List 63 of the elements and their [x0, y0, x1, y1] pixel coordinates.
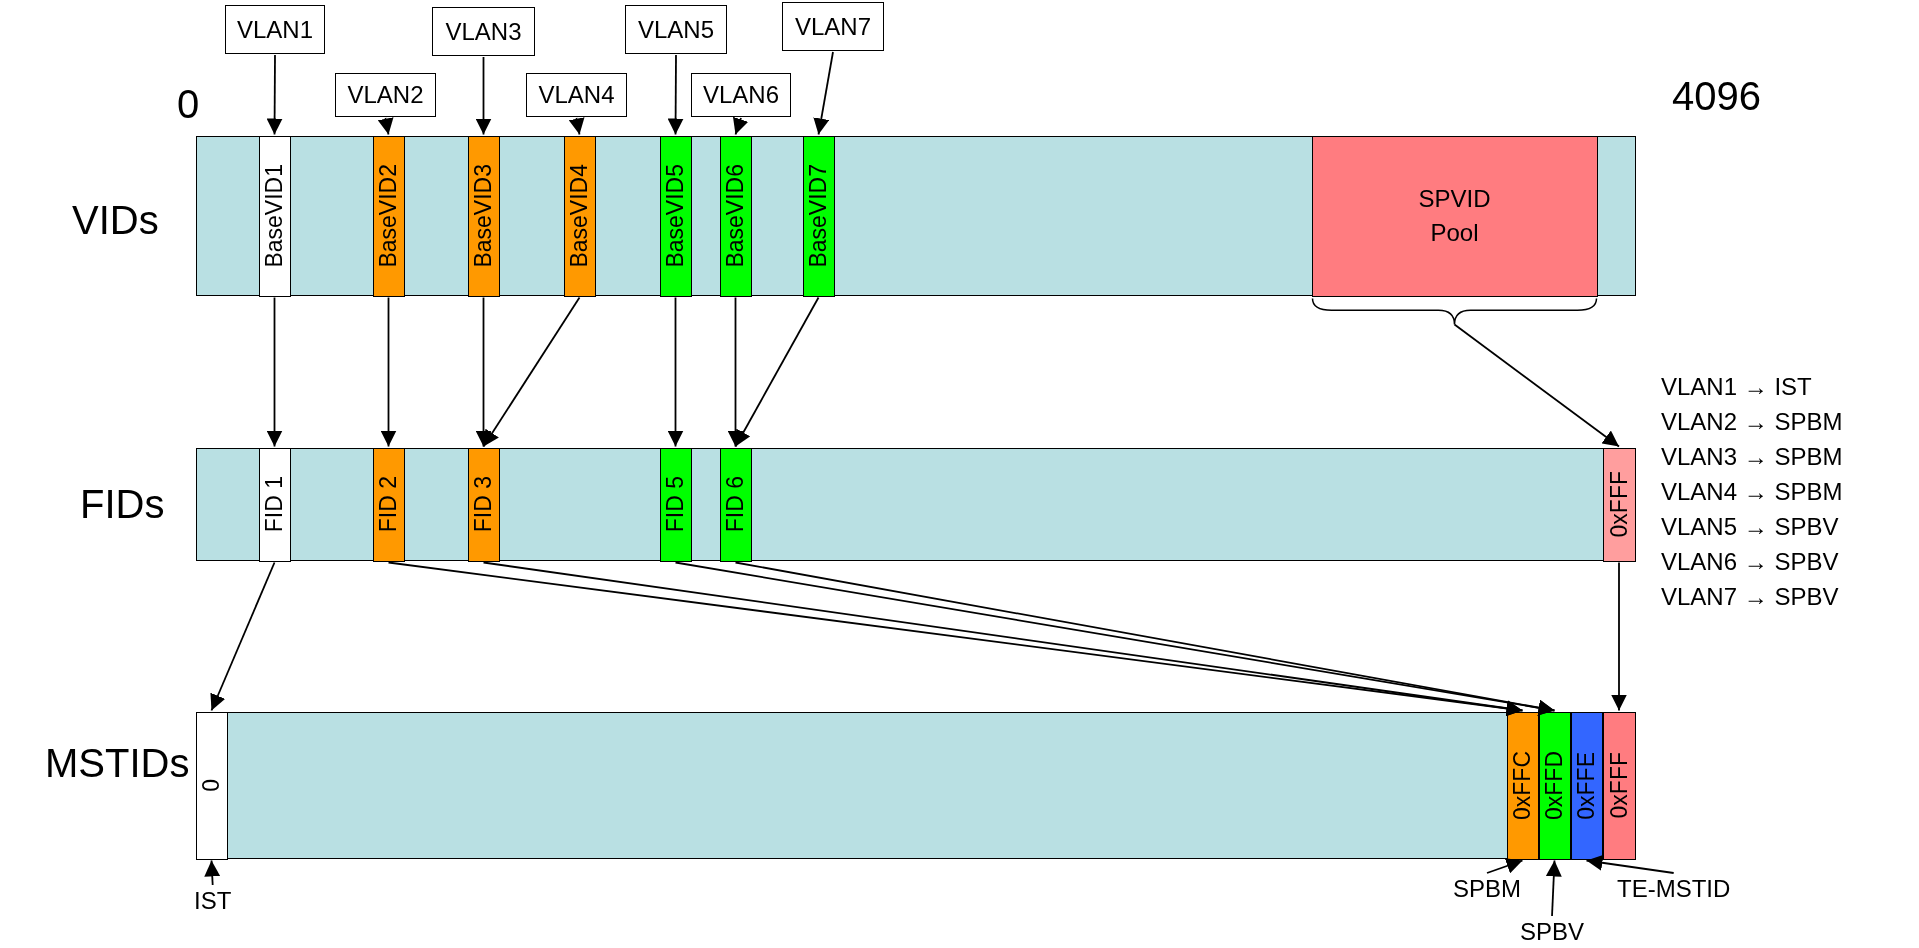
vlan-box: VLAN3 — [432, 7, 535, 56]
row-heading: MSTIDs — [45, 741, 190, 786]
tag-text: TE-MSTID — [1617, 875, 1731, 903]
row-heading: FIDs — [80, 482, 165, 527]
id-slot: BaseVID4 — [563, 135, 596, 297]
id-slot: FID 6 — [719, 447, 752, 562]
arrow — [1453, 323, 1620, 448]
arrow — [813, 51, 834, 136]
id-slot: BaseVID7 — [802, 135, 835, 297]
arrow — [1486, 858, 1524, 874]
mapping-text: VLAN2 → SPBM — [1661, 408, 1843, 436]
arrow — [475, 56, 492, 136]
arrow — [732, 116, 749, 136]
mapping-text: VLAN6 → SPBV — [1661, 548, 1839, 576]
row-heading: VIDs — [72, 198, 159, 243]
tag-text: SPBM — [1453, 875, 1521, 903]
arrow — [1611, 561, 1627, 712]
id-slot: 0xFFF — [1602, 447, 1636, 562]
tag-text: IST — [194, 887, 232, 915]
id-slot: FID 3 — [467, 447, 500, 562]
mapping-text: VLAN1 → IST — [1661, 373, 1812, 401]
mapping-text: VLAN3 → SPBM — [1661, 443, 1843, 471]
id-slot: FID 5 — [659, 447, 692, 562]
arrow — [377, 117, 394, 136]
id-slot: 0 — [195, 711, 228, 860]
range-label: 4096 — [1672, 74, 1761, 119]
id-slot: BaseVID1 — [258, 135, 291, 297]
range-label: 0 — [177, 82, 200, 127]
mapping-text: VLAN5 → SPBV — [1661, 513, 1839, 541]
arrow — [667, 54, 684, 136]
pool-block: SPVID Pool — [1311, 135, 1598, 297]
vlan-box: VLAN1 — [225, 5, 325, 54]
vlan-box: VLAN2 — [335, 73, 436, 117]
arrow — [475, 296, 492, 448]
id-slot: 0xFFE — [1570, 711, 1603, 860]
id-slot: BaseVID2 — [372, 135, 405, 297]
arrow — [1545, 859, 1562, 917]
id-slot: 0xFFD — [1538, 711, 1571, 860]
id-slot: 0xFFF — [1602, 711, 1636, 860]
arrow — [1585, 854, 1675, 874]
arrow — [266, 54, 283, 136]
vlan-box: VLAN7 — [782, 2, 884, 51]
id-slot: BaseVID6 — [719, 135, 752, 297]
arrow — [482, 296, 581, 448]
mapping-text: VLAN7 → SPBV — [1661, 583, 1839, 611]
vlan-box: VLAN5 — [625, 5, 727, 54]
id-slot: FID 1 — [258, 447, 291, 562]
id-slot: FID 2 — [372, 447, 405, 562]
arrow — [204, 859, 221, 886]
id-slot: BaseVID5 — [659, 135, 692, 297]
vlan-box: VLAN4 — [526, 73, 627, 117]
arrow — [727, 296, 744, 448]
tag-text: SPBV — [1520, 918, 1585, 946]
arrow — [266, 296, 283, 448]
id-slot: BaseVID3 — [467, 135, 500, 297]
arrow — [380, 296, 397, 448]
arrow — [667, 296, 684, 448]
id-slot: 0xFFC — [1506, 711, 1539, 860]
vlan-box: VLAN6 — [691, 73, 791, 117]
arrow — [210, 561, 276, 712]
mapping-text: VLAN4 → SPBM — [1661, 478, 1843, 506]
arrow — [568, 117, 585, 136]
arrow — [734, 296, 820, 448]
